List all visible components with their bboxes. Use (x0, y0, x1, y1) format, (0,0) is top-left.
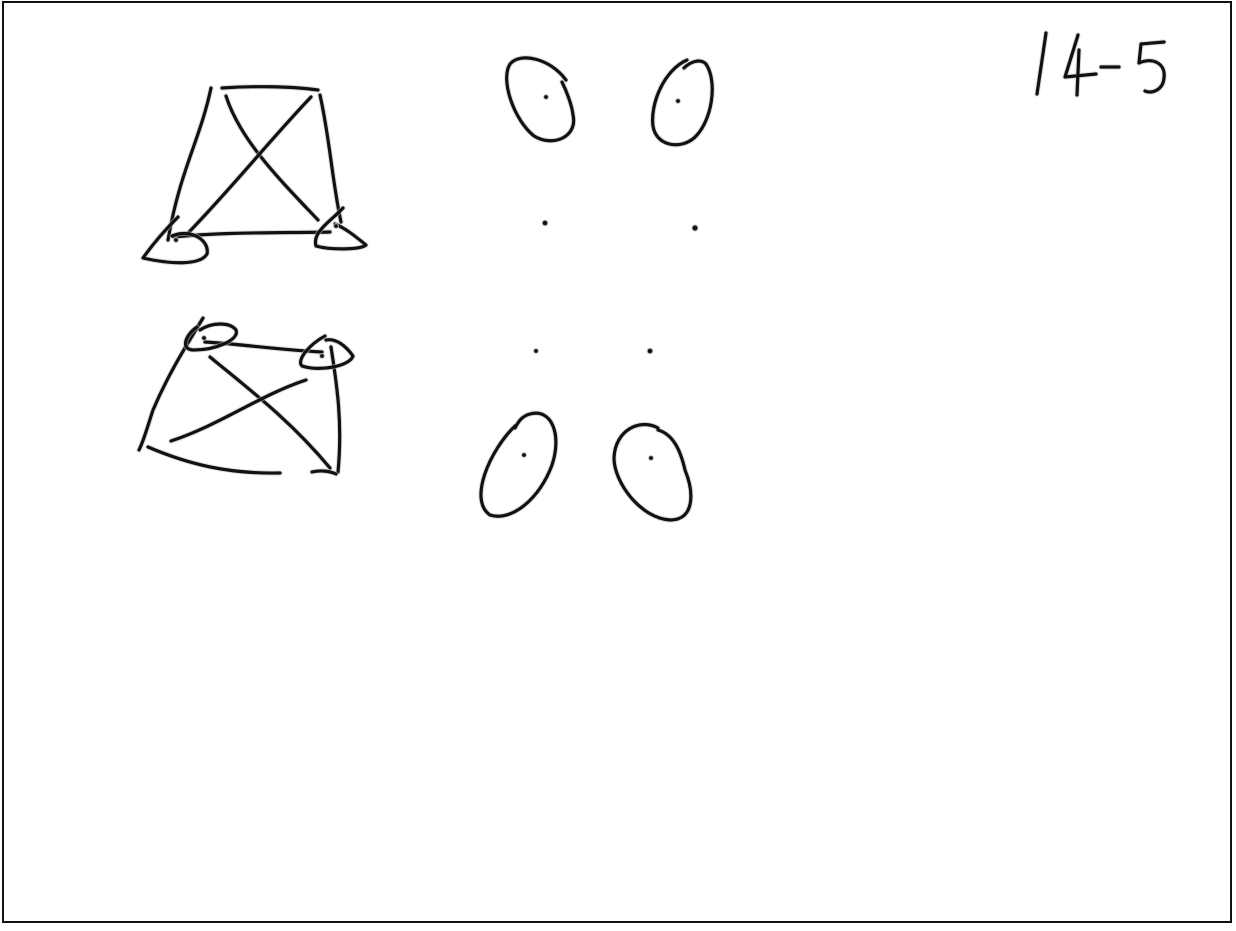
page-label: 14-5 (1018, 26, 1181, 110)
isolated-point-1 (542, 220, 548, 226)
isolated-point-2 (692, 225, 698, 231)
isolated-point-4 (647, 348, 653, 354)
isolated-point-3 (534, 349, 539, 354)
